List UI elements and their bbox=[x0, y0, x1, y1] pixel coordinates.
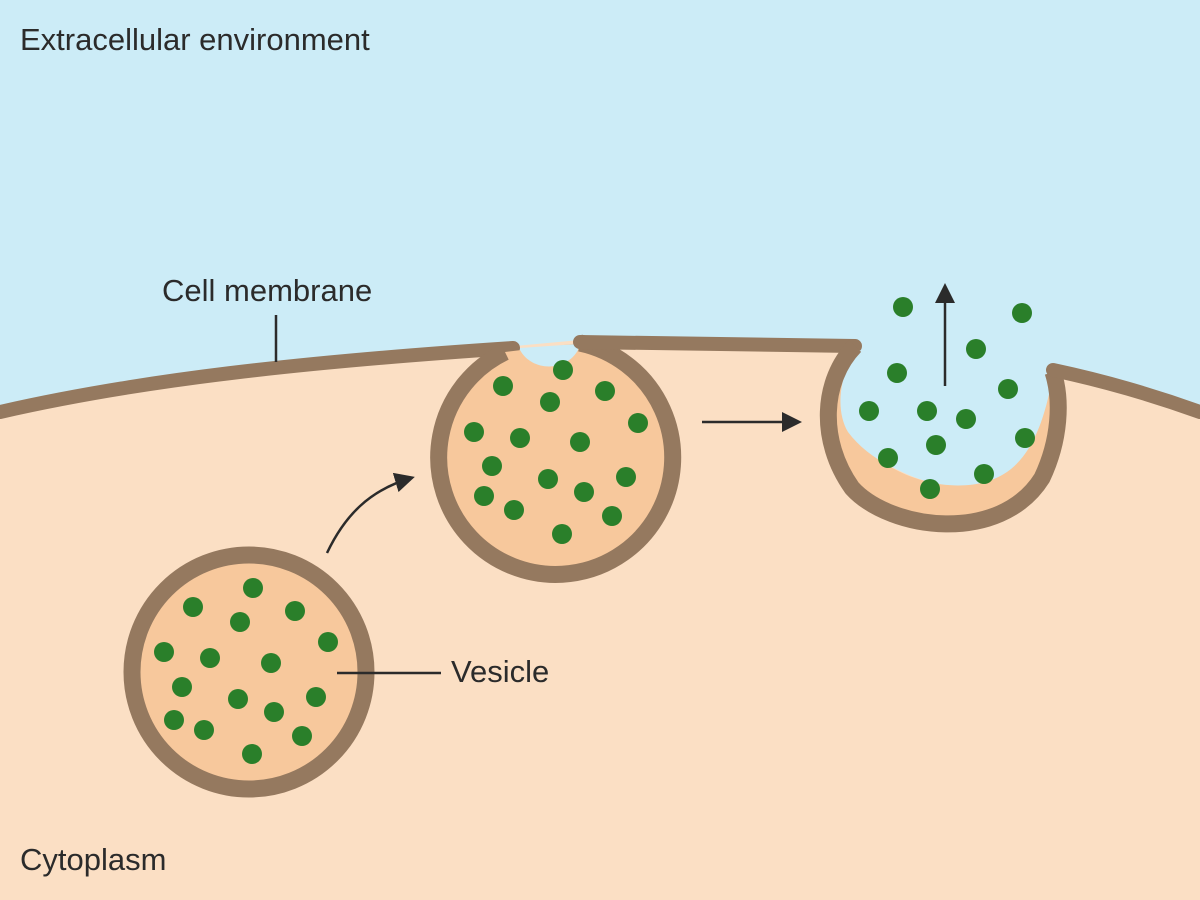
cargo-molecule bbox=[261, 653, 281, 673]
cargo-molecule bbox=[887, 363, 907, 383]
cargo-molecule bbox=[920, 479, 940, 499]
cargo-molecule bbox=[285, 601, 305, 621]
membrane-middle bbox=[573, 335, 862, 353]
cargo-molecule bbox=[183, 597, 203, 617]
cargo-molecule bbox=[574, 482, 594, 502]
membrane-label: Cell membrane bbox=[162, 273, 372, 308]
cargo-molecule bbox=[859, 401, 879, 421]
vesicle-opened-membrane bbox=[819, 340, 1067, 533]
cargo-molecule bbox=[504, 500, 524, 520]
cargo-molecule bbox=[264, 702, 284, 722]
cargo-free-vesicle bbox=[154, 578, 338, 764]
cargo-molecule bbox=[616, 467, 636, 487]
cargo-molecule bbox=[230, 612, 250, 632]
cargo-molecule bbox=[200, 648, 220, 668]
cargo-molecule bbox=[878, 448, 898, 468]
cargo-molecule bbox=[482, 456, 502, 476]
cargo-molecule bbox=[292, 726, 312, 746]
cargo-molecule bbox=[510, 428, 530, 448]
cargo-molecule bbox=[917, 401, 937, 421]
cargo-molecule bbox=[1015, 428, 1035, 448]
cytoplasm-label: Cytoplasm bbox=[20, 842, 166, 877]
cargo-molecule bbox=[243, 578, 263, 598]
cargo-molecule bbox=[595, 381, 615, 401]
cargo-molecule bbox=[154, 642, 174, 662]
cargo-molecule bbox=[164, 710, 184, 730]
cargo-molecule bbox=[493, 376, 513, 396]
cargo-released bbox=[859, 297, 1035, 499]
vesicle-label: Vesicle bbox=[451, 654, 549, 689]
vesicle-opened bbox=[828, 346, 1058, 524]
cargo-molecule bbox=[538, 469, 558, 489]
cargo-molecule bbox=[998, 379, 1018, 399]
extracellular-label: Extracellular environment bbox=[20, 22, 370, 57]
cargo-molecule bbox=[553, 360, 573, 380]
cargo-molecule bbox=[306, 687, 326, 707]
cargo-molecule bbox=[318, 632, 338, 652]
cargo-molecule bbox=[956, 409, 976, 429]
cargo-molecule bbox=[966, 339, 986, 359]
membrane-left bbox=[0, 341, 520, 419]
cargo-molecule bbox=[893, 297, 913, 317]
cargo-molecule bbox=[228, 689, 248, 709]
cargo-molecule bbox=[194, 720, 214, 740]
cargo-molecule bbox=[974, 464, 994, 484]
cargo-molecule bbox=[172, 677, 192, 697]
cargo-molecule bbox=[474, 486, 494, 506]
cargo-molecule bbox=[1012, 303, 1032, 323]
cargo-molecule bbox=[242, 744, 262, 764]
cargo-molecule bbox=[552, 524, 572, 544]
membrane-right bbox=[1046, 363, 1200, 419]
cargo-molecule bbox=[926, 435, 946, 455]
cargo-molecule bbox=[464, 422, 484, 442]
arrow-vesicle-transport bbox=[325, 472, 415, 554]
cargo-molecule bbox=[540, 392, 560, 412]
cargo-fusing-vesicle bbox=[464, 360, 648, 544]
cargo-molecule bbox=[570, 432, 590, 452]
cargo-molecule bbox=[602, 506, 622, 526]
cargo-molecule bbox=[628, 413, 648, 433]
